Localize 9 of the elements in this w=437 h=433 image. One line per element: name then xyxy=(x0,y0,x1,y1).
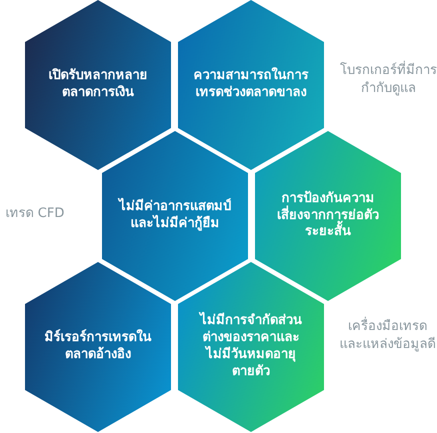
hexagon-text: ความสามารถในการเทรดช่วงตลาดขาลง xyxy=(192,68,310,102)
hexagon-text: เปิดรับหลากหลายตลาดการเงิน xyxy=(48,68,148,102)
hexagon-text: การป้องกันความเสี่ยงจากการย่อตัวระยะสั้น xyxy=(276,190,380,242)
hexagon-text: ไม่มีการจำกัดส่วนต่างของราคาและไม่มีวันหมดอายุตายตัว xyxy=(198,313,303,381)
side-note: เทรด CFD xyxy=(4,205,66,223)
side-note: โบรกเกอร์ที่มีการกำกับดูแล xyxy=(340,62,437,98)
side-note: เครื่องมือเทรดและแหล่งข้อมูลดี xyxy=(338,318,437,354)
hexagon-text: มิร์เรอร์การเทรดในตลาดอ้างอิง xyxy=(44,330,152,364)
hexagon-text: ไม่มีค่าอากรแสตมป์และไม่มีค่ากู้ยืม xyxy=(116,199,232,233)
